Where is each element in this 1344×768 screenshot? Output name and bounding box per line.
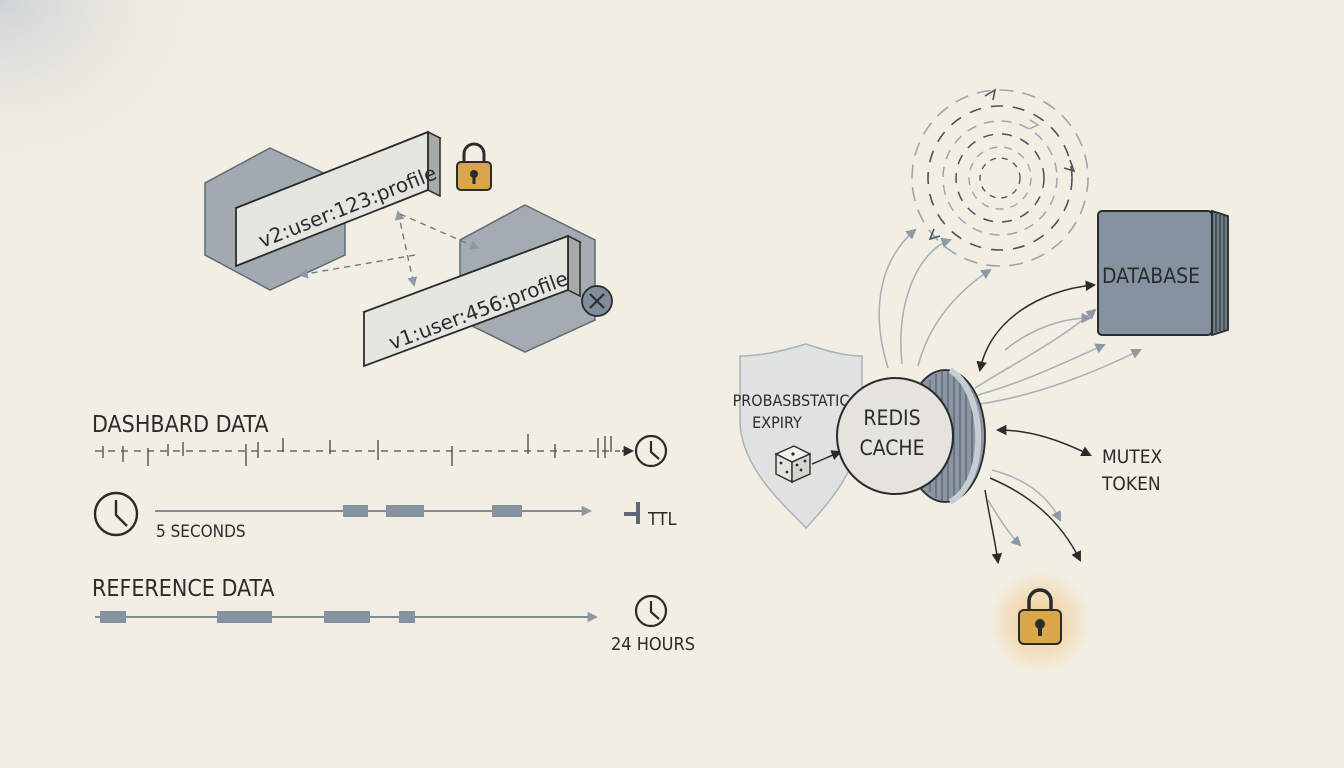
new-key-bar: [235, 130, 429, 268]
key-versioning-group: v2:user:123:profile v1:user:456:profile: [204, 130, 613, 368]
redis-cache: [836, 367, 986, 505]
corner-shade: [0, 0, 240, 200]
mutex-label-line1: MUTEX: [1102, 446, 1163, 468]
database-light-arrows: [974, 308, 1142, 405]
dashboard-data-title: DASHBARD DATA: [92, 412, 269, 438]
shield-icon: [739, 343, 863, 530]
twenty-four-hours-label: 24 HOURS: [611, 634, 695, 655]
lock-icon: [456, 142, 492, 191]
dashboard-timeline-ticks: [102, 434, 612, 466]
ttl-label: TTL: [647, 509, 676, 530]
redis-label-line1: REDIS: [863, 406, 920, 430]
dice-arrow: [811, 450, 842, 465]
reference-segments: [100, 611, 415, 623]
mutex-label-line2: TOKEN: [1101, 473, 1161, 495]
redis-label-line2: CACHE: [859, 436, 924, 460]
clock-icon-ttl: [93, 491, 139, 537]
ttl-marker: [624, 502, 640, 524]
key-dashed-links: [298, 210, 480, 287]
old-key-bar: [363, 234, 569, 368]
dice-icon: [774, 445, 812, 484]
database: [1097, 209, 1229, 337]
database-arrows: [976, 280, 1097, 373]
close-icon: [581, 285, 613, 317]
mutex-lock-icon: [1018, 588, 1062, 645]
clock-icon-reference: [634, 594, 668, 628]
cache-architecture: DATABASE PROBASBSTATIC EXPIRY: [733, 88, 1229, 672]
clock-icon-dashboard: [634, 434, 668, 468]
database-label: DATABASE: [1102, 264, 1200, 288]
expiry-label-line1: PROBASBSTATIC: [733, 391, 850, 410]
five-second-segments: [343, 505, 522, 517]
mutex-arrows: [984, 424, 1092, 565]
redis-upward-arrows: [878, 228, 992, 369]
expiry-label-line2: EXPIRY: [752, 413, 802, 432]
mutex-light-arrows: [987, 469, 1061, 547]
request-swirl: [911, 88, 1089, 267]
reference-data-title: REFERENCE DATA: [92, 576, 274, 602]
ttl-timelines: DASHBARD DATA 5 SECONDS: [92, 412, 695, 655]
five-seconds-label: 5 SECONDS: [156, 522, 246, 542]
